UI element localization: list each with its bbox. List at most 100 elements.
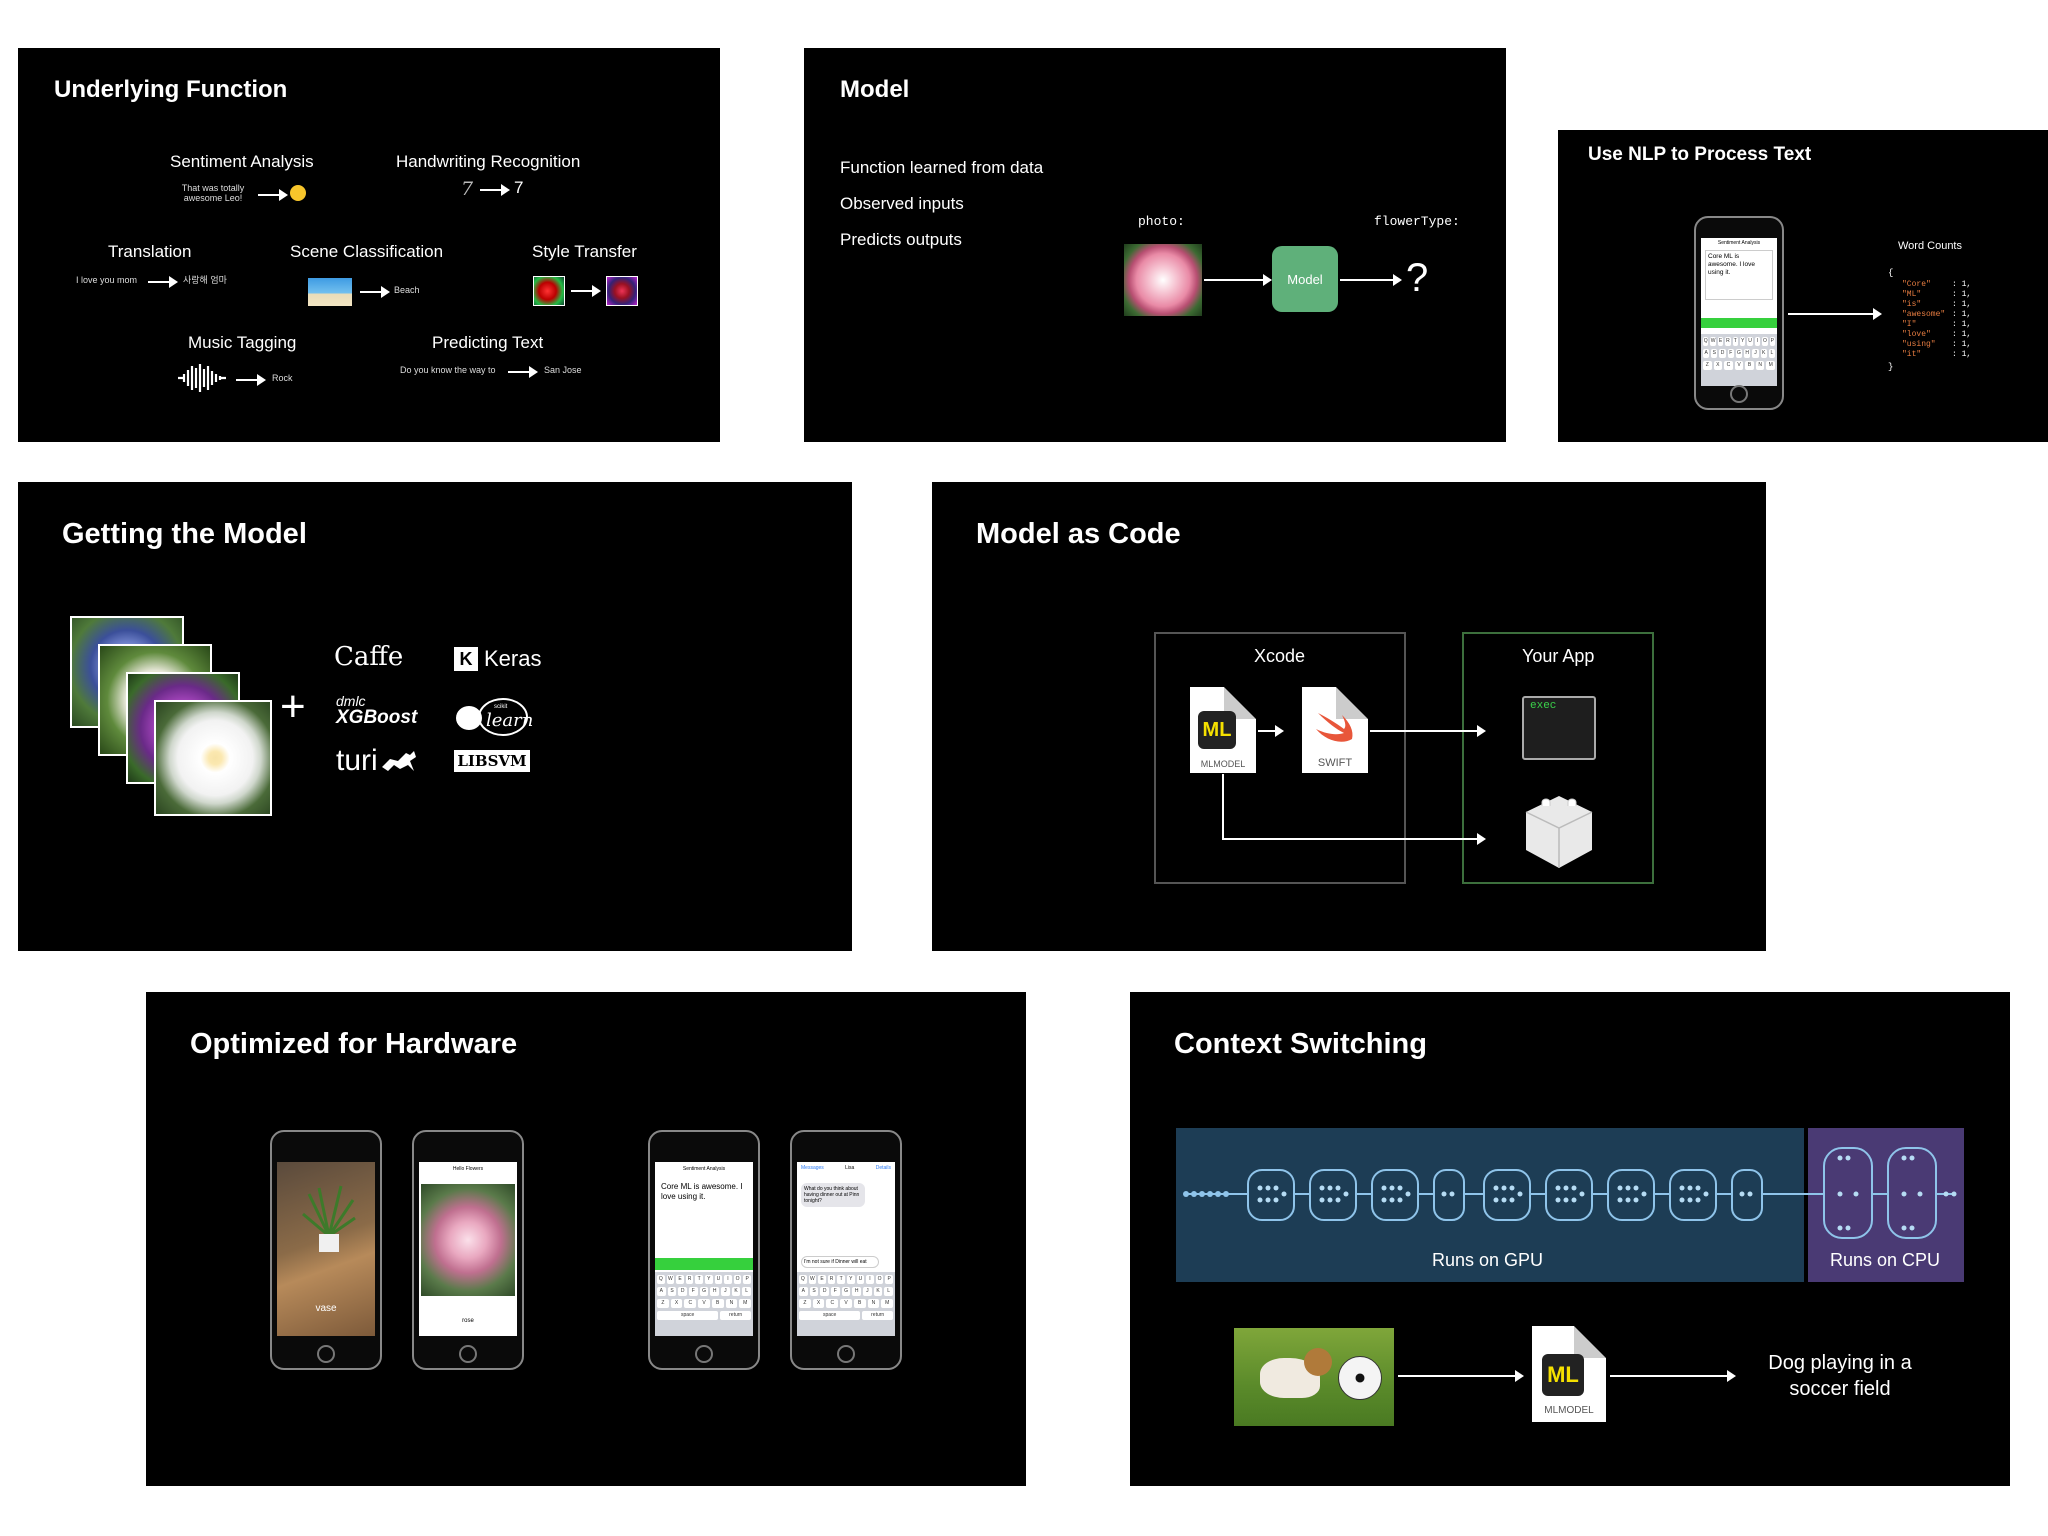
key[interactable]: A: [656, 1287, 666, 1296]
sklearn-blob-icon: [456, 706, 482, 730]
key[interactable]: W: [1710, 337, 1716, 346]
plus-sign: +: [280, 682, 306, 731]
key[interactable]: W: [808, 1275, 817, 1284]
key[interactable]: U: [714, 1275, 723, 1284]
key[interactable]: E: [1717, 337, 1724, 346]
key[interactable]: J: [721, 1287, 730, 1296]
key[interactable]: P: [885, 1275, 893, 1284]
key[interactable]: S: [809, 1287, 819, 1296]
key[interactable]: J: [1752, 349, 1759, 358]
key[interactable]: F: [831, 1287, 840, 1296]
key[interactable]: X: [670, 1299, 683, 1308]
key[interactable]: S: [667, 1287, 677, 1296]
key[interactable]: Q: [657, 1275, 665, 1284]
back-link[interactable]: Messages: [801, 1165, 824, 1171]
key[interactable]: R: [1725, 337, 1731, 346]
key[interactable]: U: [856, 1275, 865, 1284]
key[interactable]: T: [695, 1275, 703, 1284]
details-link[interactable]: Details: [875, 1165, 891, 1171]
key[interactable]: P: [1769, 337, 1776, 346]
key[interactable]: D: [820, 1287, 829, 1296]
key[interactable]: I: [866, 1275, 874, 1284]
key[interactable]: V: [698, 1299, 710, 1308]
key[interactable]: I: [724, 1275, 732, 1284]
key[interactable]: Q: [799, 1275, 807, 1284]
key[interactable]: B: [1745, 361, 1754, 370]
key[interactable]: X: [1713, 361, 1723, 370]
key[interactable]: N: [867, 1299, 880, 1308]
key[interactable]: L: [742, 1287, 752, 1296]
key[interactable]: N: [1755, 361, 1765, 370]
key[interactable]: B: [853, 1299, 866, 1308]
key[interactable]: T: [837, 1275, 845, 1284]
key[interactable]: H: [852, 1287, 862, 1296]
key[interactable]: C: [1724, 361, 1733, 370]
key[interactable]: R: [827, 1275, 836, 1284]
key[interactable]: W: [666, 1275, 675, 1284]
key[interactable]: L: [1768, 349, 1775, 358]
count: : 1,: [1952, 330, 1972, 339]
key[interactable]: H: [1744, 349, 1751, 358]
key[interactable]: A: [1703, 349, 1710, 358]
key[interactable]: Y: [705, 1275, 713, 1284]
key[interactable]: O: [875, 1275, 884, 1284]
home-button: [317, 1345, 335, 1363]
key[interactable]: C: [826, 1299, 839, 1308]
key[interactable]: M: [1766, 361, 1776, 370]
key[interactable]: Z: [798, 1299, 811, 1308]
model-box: Model: [1272, 246, 1338, 312]
key[interactable]: P: [743, 1275, 751, 1284]
iphone-flowers: Hello Flowers rose: [412, 1130, 524, 1370]
key[interactable]: G: [1735, 349, 1743, 358]
key[interactable]: M: [881, 1299, 894, 1308]
key[interactable]: Z: [656, 1299, 669, 1308]
key[interactable]: H: [710, 1287, 720, 1296]
key[interactable]: O: [733, 1275, 742, 1284]
key[interactable]: O: [1762, 337, 1768, 346]
space-key[interactable]: space: [657, 1311, 719, 1320]
key[interactable]: E: [818, 1275, 826, 1284]
return-key[interactable]: return: [862, 1311, 893, 1320]
key[interactable]: N: [725, 1299, 738, 1308]
exec-text: exec: [1530, 700, 1557, 712]
key[interactable]: K: [873, 1287, 883, 1296]
key[interactable]: S: [1711, 349, 1718, 358]
key[interactable]: G: [699, 1287, 709, 1296]
key[interactable]: G: [841, 1287, 851, 1296]
key[interactable]: U: [1747, 337, 1753, 346]
key[interactable]: J: [863, 1287, 872, 1296]
key[interactable]: B: [711, 1299, 724, 1308]
return-key[interactable]: return: [720, 1311, 751, 1320]
space-key[interactable]: space: [799, 1311, 861, 1320]
word-count-row: "is": 1,: [1902, 300, 2002, 310]
messages-nav: Messages Lisa Details: [801, 1165, 891, 1171]
key[interactable]: M: [739, 1299, 752, 1308]
key[interactable]: V: [1734, 361, 1744, 370]
key[interactable]: Y: [847, 1275, 855, 1284]
key[interactable]: R: [685, 1275, 694, 1284]
key[interactable]: E: [676, 1275, 684, 1284]
key[interactable]: K: [1760, 349, 1767, 358]
key[interactable]: D: [678, 1287, 687, 1296]
key[interactable]: K: [731, 1287, 741, 1296]
key[interactable]: F: [689, 1287, 698, 1296]
key[interactable]: A: [798, 1287, 808, 1296]
plant-icon: [302, 1185, 356, 1252]
key[interactable]: D: [1719, 349, 1726, 358]
key[interactable]: Z: [1702, 361, 1712, 370]
key[interactable]: X: [812, 1299, 825, 1308]
handwriting-label: Handwriting Recognition: [396, 152, 581, 171]
key[interactable]: I: [1754, 337, 1761, 346]
key[interactable]: T: [1732, 337, 1738, 346]
soccer-ball-icon: [1338, 1356, 1382, 1400]
xgboost-text: XGBoost: [336, 707, 418, 728]
key[interactable]: L: [884, 1287, 894, 1296]
key[interactable]: F: [1727, 349, 1734, 358]
key[interactable]: Q: [1702, 337, 1709, 346]
key[interactable]: V: [840, 1299, 852, 1308]
arrow: [1610, 1370, 1736, 1382]
key[interactable]: Y: [1740, 337, 1746, 346]
key[interactable]: C: [684, 1299, 697, 1308]
scene-label: Scene Classification: [290, 242, 444, 261]
